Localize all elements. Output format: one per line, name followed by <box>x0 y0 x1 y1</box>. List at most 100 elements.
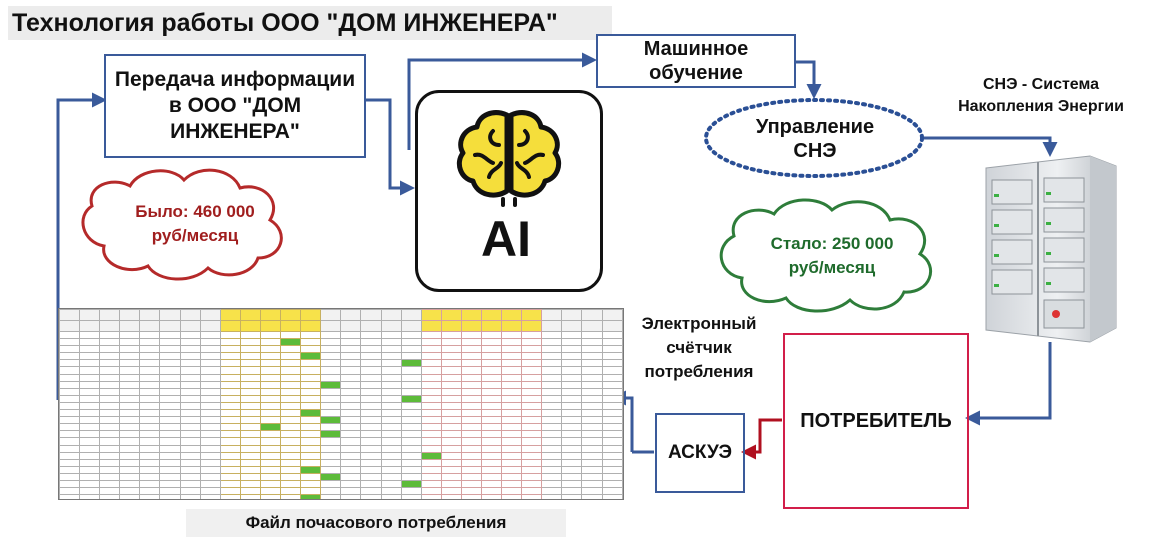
table-cell <box>501 430 523 439</box>
table-cell <box>300 330 322 340</box>
table-cell <box>541 487 563 496</box>
table-cell <box>581 359 603 368</box>
arrow-sne-to-consumer <box>965 342 1052 426</box>
table-cell <box>440 472 462 481</box>
table-cell <box>320 401 342 411</box>
table-cell <box>501 487 523 496</box>
table-cell <box>480 494 503 499</box>
table-cell <box>280 444 302 453</box>
table-cell <box>521 458 543 467</box>
table-cell <box>139 366 161 375</box>
table-cell <box>581 465 603 474</box>
table-cell <box>219 451 241 460</box>
table-cell <box>521 366 543 375</box>
table-cell <box>159 345 181 354</box>
table-cell <box>400 479 422 489</box>
table-cell <box>340 465 362 474</box>
table-cell <box>460 430 482 439</box>
table-cell <box>340 416 362 425</box>
table-cell <box>521 416 543 425</box>
table-cell <box>300 359 322 368</box>
table-cell <box>601 479 623 489</box>
table-cell <box>79 451 101 460</box>
table-cell <box>320 430 342 439</box>
table-cell <box>59 444 81 453</box>
table-cell <box>440 320 462 332</box>
table-cell <box>480 373 503 382</box>
table-cell <box>320 479 342 489</box>
table-cell <box>280 465 302 474</box>
table-cell <box>179 437 201 446</box>
table-cell <box>400 416 422 425</box>
table-cell <box>581 338 603 347</box>
table-cell <box>501 338 523 347</box>
table-cell <box>581 401 603 411</box>
table-cell <box>340 345 362 354</box>
table-cell <box>219 394 241 403</box>
table-cell <box>300 366 322 375</box>
table-cell <box>340 423 362 432</box>
table-cell <box>179 352 201 361</box>
table-cell <box>79 338 101 347</box>
sne-title: СНЭ - Система Накопления Энергии <box>930 70 1152 122</box>
table-cell <box>541 338 563 347</box>
table-cell <box>440 309 462 321</box>
table-cell <box>380 338 402 347</box>
table-cell <box>159 437 181 446</box>
table-cell <box>340 309 362 321</box>
table-cell <box>601 380 623 389</box>
table-cell <box>280 472 302 481</box>
table-cell <box>139 345 161 354</box>
table-cell <box>99 487 121 496</box>
table-cell <box>159 444 181 453</box>
table-cell <box>159 394 181 403</box>
table-cell <box>340 387 362 396</box>
arrow-table-to-transfer <box>56 92 107 400</box>
table-cell <box>561 487 583 496</box>
table-cell <box>280 338 302 347</box>
table-cell <box>139 451 161 460</box>
table-cell <box>581 487 603 496</box>
table-cell <box>219 409 241 418</box>
arrow-control-to-sne <box>922 136 1058 157</box>
table-cell <box>99 444 121 453</box>
table-cell <box>280 494 302 499</box>
askue-label: АСКУЭ <box>667 442 733 463</box>
table-cell <box>440 330 462 340</box>
table-cell <box>460 330 482 340</box>
table-cell <box>561 479 583 489</box>
table-cell <box>440 352 462 361</box>
table-cell <box>79 387 101 396</box>
table-cell <box>139 416 161 425</box>
table-cell <box>79 309 101 321</box>
table-cell <box>400 338 422 347</box>
table-cell <box>601 401 623 411</box>
table-cell <box>480 366 503 375</box>
table-cell <box>501 359 523 368</box>
table-cell <box>480 394 503 403</box>
table-cell <box>79 320 101 332</box>
table-cell <box>561 430 583 439</box>
table-cell <box>300 345 322 354</box>
table-cell <box>300 401 322 411</box>
arrow-ml-to-control <box>794 60 822 99</box>
table-cell <box>541 320 563 332</box>
table-cell <box>501 423 523 432</box>
table-cell <box>239 359 261 368</box>
table-cell <box>581 387 603 396</box>
table-cell <box>119 366 141 375</box>
table-row <box>59 472 623 481</box>
table-cell <box>219 352 241 361</box>
ai-card: AI <box>415 90 603 292</box>
table-cell <box>541 401 563 411</box>
table-cell <box>601 366 623 375</box>
table-cell <box>320 359 342 368</box>
table-cell <box>460 359 482 368</box>
table-cell <box>380 366 402 375</box>
table-cell <box>320 451 342 460</box>
table-cell <box>480 479 503 489</box>
table-cell <box>239 437 261 446</box>
table-cell <box>59 309 81 321</box>
table-cell <box>119 451 141 460</box>
table-cell <box>480 451 503 460</box>
